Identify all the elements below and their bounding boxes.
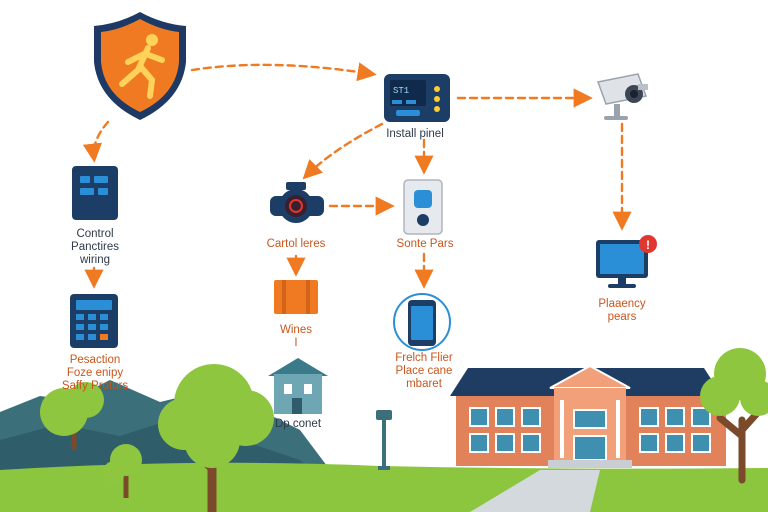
tree-icon-small — [103, 444, 142, 498]
tree-icon-left — [40, 382, 104, 450]
label-protection-line2: Foze enipy — [66, 367, 124, 379]
connector-panel-to-lens — [302, 122, 384, 180]
label-protection: Pesaction Foze enipy Saffy Proturs — [30, 354, 160, 393]
label-placency: Plaaency pears — [576, 298, 668, 324]
label-placency-line1: Plaaency — [598, 298, 646, 310]
camera-lens-icon — [270, 182, 324, 223]
tree-icon-right — [700, 348, 768, 484]
label-building-small: Dp conet — [274, 418, 322, 430]
install-panel-icon: ST1 — [384, 74, 450, 122]
control-panel-icon — [72, 166, 118, 220]
label-sonte-pars: Sonte Pars — [396, 238, 454, 250]
label-phone: Frelch Flier Place cane mbaret — [372, 352, 476, 391]
connectors — [82, 62, 632, 289]
street-lamp-icon — [376, 410, 392, 470]
alert-mark: ! — [646, 238, 650, 252]
label-placency-line2: pears — [607, 311, 637, 323]
label-wires-line1: Wines — [280, 324, 312, 336]
label-control-panel-line2: Panctires — [71, 241, 119, 253]
label-protection-line3: Saffy Proturs — [61, 380, 129, 392]
keypad-icon — [70, 294, 118, 348]
monitor-alert-icon: ! — [596, 235, 657, 288]
shield-runner-icon — [94, 12, 186, 120]
smartphone-icon — [393, 293, 451, 351]
security-camera-icon — [596, 73, 648, 120]
connector-shield-to-panel — [190, 62, 377, 82]
label-control-panel-line3: wiring — [79, 254, 111, 266]
house-icon — [268, 358, 328, 414]
tree-icon-large — [158, 364, 274, 512]
wires-icon — [274, 280, 318, 314]
label-install-panel: Install pinel — [386, 128, 444, 140]
door-sensor-icon — [403, 179, 443, 235]
label-phone-line2: Place cane — [395, 365, 453, 377]
panel-screen-text: ST1 — [393, 86, 409, 96]
label-control-panel-line1: Control — [76, 228, 114, 240]
label-control-lens: Cartol leres — [266, 238, 326, 250]
label-control-panel: Control Panctires wiring — [40, 228, 150, 267]
label-protection-line1: Pesaction — [69, 354, 121, 366]
school-building-icon — [450, 364, 726, 468]
label-phone-line1: Frelch Flier — [395, 352, 453, 364]
label-wires-mark: I — [294, 337, 298, 349]
connector-shield-to-control — [82, 120, 110, 163]
label-phone-line3: mbaret — [406, 378, 442, 390]
label-wires: Wines I — [260, 324, 332, 350]
